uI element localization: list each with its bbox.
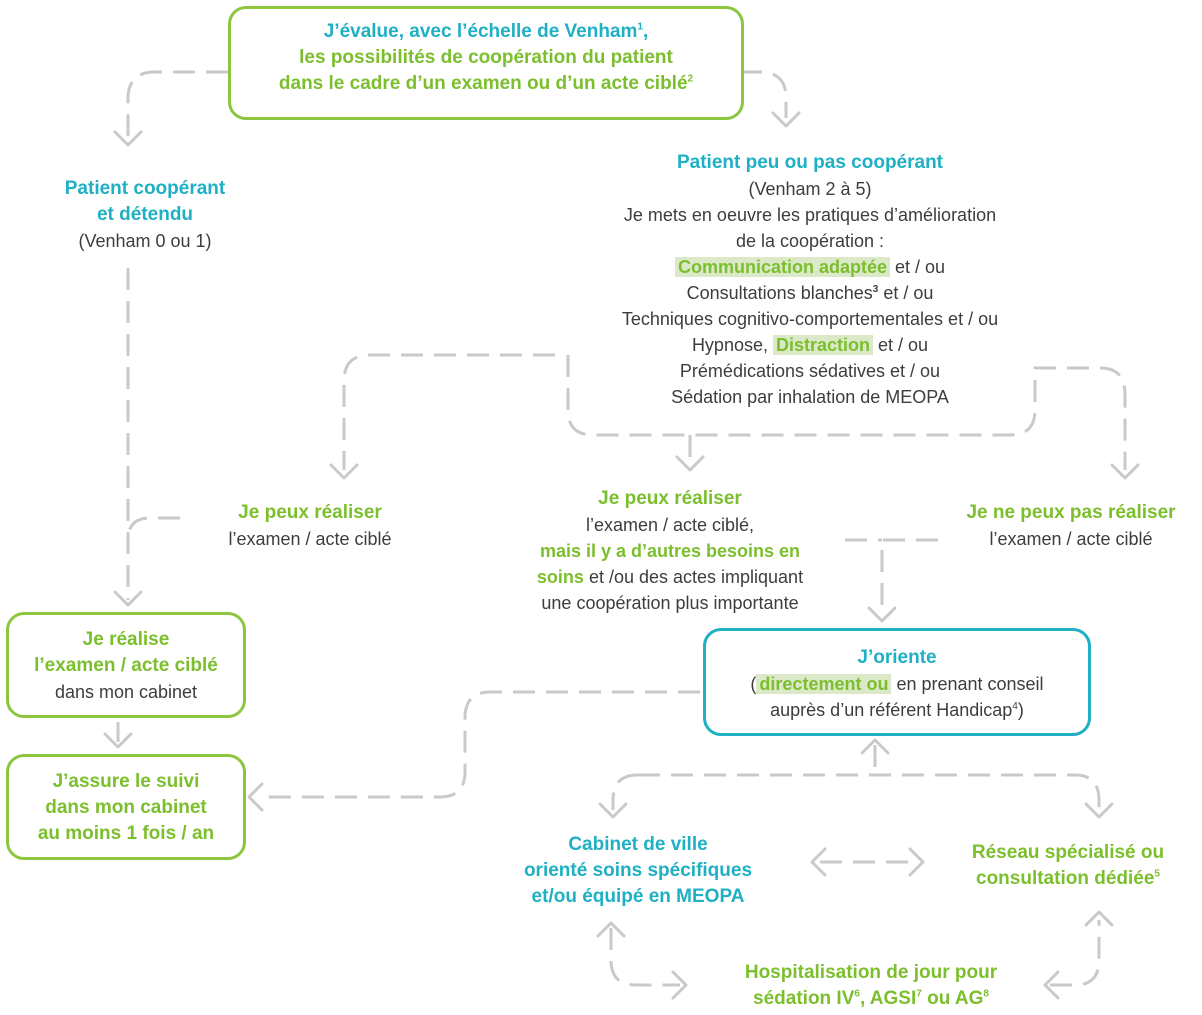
reseau-line-2: consultation dédiée5 [976, 868, 1160, 889]
cabinet-line-1: Cabinet de ville [568, 834, 708, 855]
oriente-line-2: auprès d’un référent Handicap4) [770, 700, 1024, 720]
outcome-cannot: Je ne peux pas réaliser l’examen / acte … [940, 500, 1202, 552]
outcome-can-more-hl1: mais il y a d’autres besoins en [539, 541, 801, 561]
realise-line-2: l’examen / acte ciblé [34, 655, 218, 676]
connector-can-left [126, 516, 180, 541]
connector-oriente-suivi [258, 690, 700, 799]
practice-meopa: Sédation par inhalation de MEOPA [671, 387, 949, 407]
outcome-can-sub: l’examen / acte ciblé [228, 529, 392, 549]
arrowhead-top-left [113, 130, 143, 147]
arrowhead-top-right [771, 111, 801, 128]
realise-box: Je réalise l’examen / acte ciblé dans mo… [6, 612, 246, 718]
practice-communication: Communication adaptée et / ou [540, 254, 1080, 280]
arrowhead-cab-up [596, 921, 626, 938]
evaluation-line-2: les possibilités de coopération du patie… [299, 47, 673, 68]
arrowhead-cannot [1110, 463, 1140, 480]
cabinet-line-2: orienté soins spécifiques [523, 860, 753, 881]
practices-intro-2: de la coopération : [735, 231, 885, 251]
suivi-box: J’assure le suivi dans mon cabinet au mo… [6, 754, 246, 860]
non-cooperative-patient: Patient peu ou pas coopérant (Venham 2 à… [540, 150, 1080, 410]
outcome-can-more-line1: l’examen / acte ciblé, [585, 515, 755, 535]
arrowhead-reseau [1084, 802, 1114, 819]
reseau-line-1: Réseau spécialisé ou [971, 842, 1165, 863]
reseau-specialise: Réseau spécialisé ou consultation dédiée… [934, 840, 1202, 892]
connector-bracket-bottom [566, 355, 1127, 470]
arrowhead-hospit-left [671, 970, 688, 1000]
cabinet-ville: Cabinet de ville orienté soins spécifiqu… [480, 832, 796, 910]
practice-hypnose: Hypnose, Distraction et / ou [691, 335, 929, 355]
arrowhead-oriente [867, 606, 897, 623]
connector-top-right [740, 70, 788, 118]
suivi-line-2: dans mon cabinet [45, 797, 207, 818]
cooperative-title-2: et détendu [96, 204, 194, 225]
evaluation-box: J’évalue, avec l’échelle de Venham1, les… [228, 6, 744, 120]
suivi-line-3: au moins 1 fois / an [37, 823, 215, 844]
outcome-can-more: Je peux réaliser l’examen / acte ciblé, … [490, 486, 850, 616]
connector-cab-hospit [609, 928, 680, 987]
evaluation-line-1: J’évalue, avec l’échelle de Venham1, [323, 21, 649, 42]
arrowhead-res-up [1084, 910, 1114, 927]
oriente-box: J’oriente (directement ou en prenant con… [703, 628, 1091, 736]
arrowhead-to-suivi [247, 782, 264, 812]
cooperative-title-1: Patient coopérant [64, 178, 226, 199]
cooperative-venham: (Venham 0 ou 1) [78, 231, 212, 251]
arrowhead-hospit-right [1043, 970, 1060, 1000]
outcome-cannot-title: Je ne peux pas réaliser [966, 502, 1176, 523]
hospit-line-1: Hospitalisation de jour pour [744, 962, 998, 983]
oriente-line-1: (directement ou en prenant conseil [750, 674, 1044, 694]
cabinet-line-3: et/ou équipé en MEOPA [531, 886, 745, 907]
non-cooperative-title: Patient peu ou pas coopérant [676, 152, 944, 173]
arrowhead-res-right [908, 847, 925, 877]
connector-hospit-res [1050, 920, 1101, 987]
cooperative-patient: Patient coopérant et détendu (Venham 0 o… [10, 176, 280, 254]
realise-line-1: Je réalise [82, 629, 170, 650]
outcome-can-more-line3: une coopération plus importante [541, 593, 799, 613]
oriente-title: J’oriente [857, 647, 937, 668]
arrowhead-up-oriente [860, 738, 890, 755]
arrowhead-cabinet [598, 802, 628, 819]
arrowhead-left-realise [113, 590, 143, 607]
connector-tree-horizontal [638, 773, 1101, 810]
outcome-can-more-line2: soins et /ou des actes impliquant [536, 567, 804, 587]
arrowhead-suivi [103, 732, 133, 749]
arrowhead-can [329, 463, 359, 480]
practice-premedication: Prémédications sédatives et / ou [679, 361, 941, 381]
evaluation-line-3: dans le cadre d’un examen ou d’un acte c… [278, 73, 694, 94]
connector-top-left [126, 70, 228, 140]
connector-tree-left [611, 773, 639, 810]
outcome-cannot-sub: l’examen / acte ciblé [989, 529, 1153, 549]
connector-to-oriente [880, 538, 938, 612]
practice-consultations: Consultations blanches3 et / ou [686, 283, 934, 303]
practice-tcc: Techniques cognitivo-comportementales et… [621, 309, 999, 329]
hospit-line-2: sédation IV6, AGSI7 ou AG8 [753, 988, 989, 1009]
arrowhead-can-more [675, 455, 705, 472]
arrowhead-cab-left [810, 847, 827, 877]
non-cooperative-venham: (Venham 2 à 5) [748, 179, 872, 199]
outcome-can-more-title: Je peux réaliser [598, 488, 742, 509]
practices-intro-1: Je mets en oeuvre les pratiques d’amélio… [623, 205, 997, 225]
connector-bracket-left [342, 353, 555, 470]
outcome-can-title: Je peux réaliser [238, 502, 382, 523]
outcome-can: Je peux réaliser l’examen / acte ciblé [190, 500, 430, 552]
suivi-line-1: J’assure le suivi [52, 771, 200, 792]
realise-line-3: dans mon cabinet [54, 682, 198, 702]
hospitalisation: Hospitalisation de jour pour sédation IV… [690, 960, 1052, 1012]
